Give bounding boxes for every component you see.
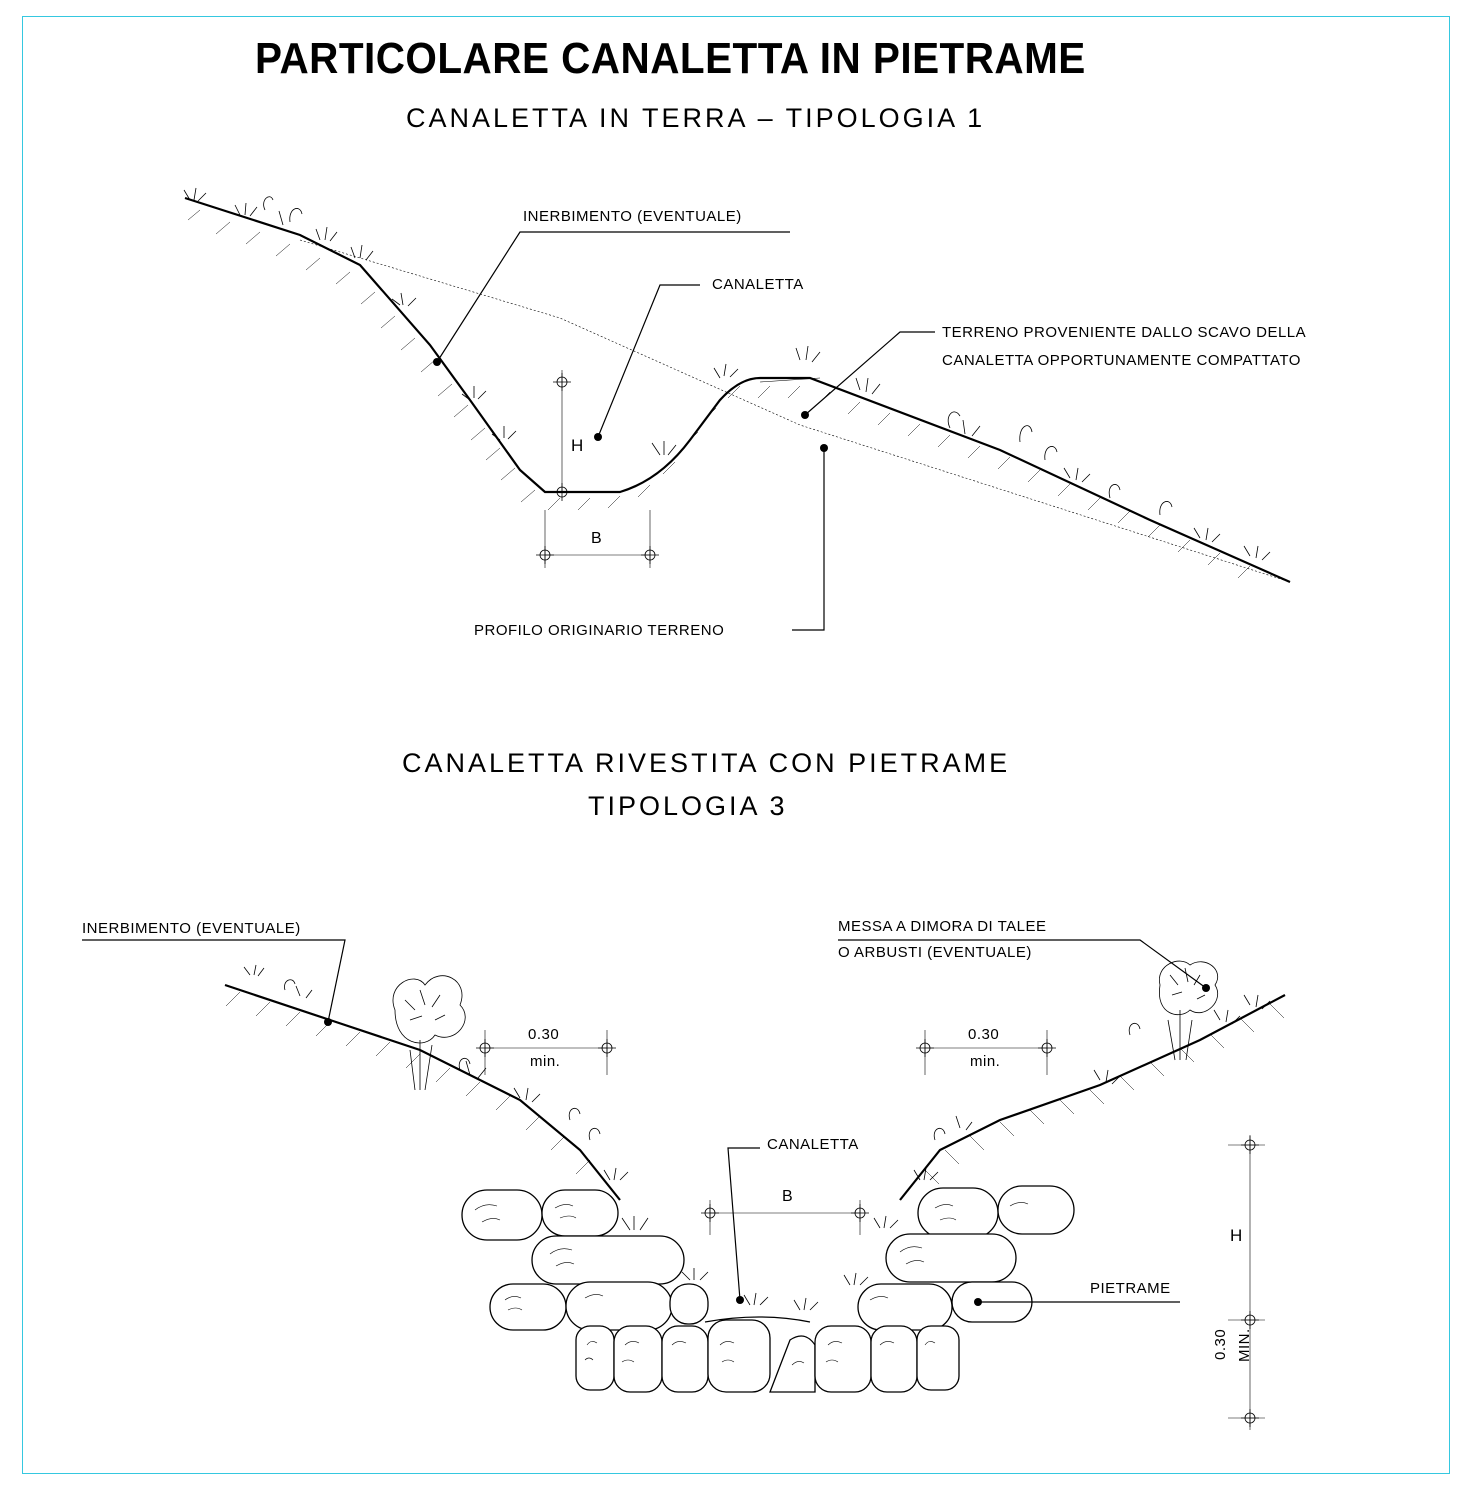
shrub-right-icon <box>1158 960 1219 1061</box>
section2-subtitle-line1: CANALETTA RIVESTITA CON PIETRAME <box>402 748 1011 778</box>
dim-vert-value: 0.30 <box>1212 1328 1229 1360</box>
dim-left-value: 0.30 <box>528 1026 560 1043</box>
dim-right-unit: min. <box>970 1053 1001 1070</box>
label-messa-line1: MESSA A DIMORA DI TALEE <box>838 918 1047 935</box>
section1-subtitle: CANALETTA IN TERRA – TIPOLOGIA 1 <box>406 103 986 133</box>
label-canaletta-2: CANALETTA <box>767 1136 859 1153</box>
label-messa-line2: O ARBUSTI (EVENTUALE) <box>838 944 1032 961</box>
dim-vert-unit: MIN. <box>1236 1328 1253 1362</box>
grass-tufts-1 <box>183 187 1271 561</box>
dim-right-value: 0.30 <box>968 1026 1000 1043</box>
label-pietrame: PIETRAME <box>1090 1280 1171 1297</box>
dim-left-unit: min. <box>530 1053 561 1070</box>
label-terreno-line1: TERRENO PROVENIENTE DALLO SCAVO DELLA <box>942 324 1307 341</box>
label-terreno-line2: CANALETTA OPPORTUNAMENTE COMPATTATO <box>942 352 1301 369</box>
dim-h-1: H <box>571 436 584 455</box>
tree-left-icon <box>392 975 466 1091</box>
grass-tufts-2 <box>243 964 1271 1311</box>
drawing-frame <box>22 16 1450 1474</box>
label-profilo: PROFILO ORIGINARIO TERRENO <box>474 622 725 639</box>
section1-profile <box>183 187 1291 631</box>
section2-profile <box>82 939 1286 1430</box>
dim-b-1: B <box>591 530 603 547</box>
page-title: PARTICOLARE CANALETTA IN PIETRAME <box>255 34 1086 83</box>
label-inerbimento-2: INERBIMENTO (EVENTUALE) <box>82 920 301 937</box>
dim-h-2: H <box>1230 1226 1243 1245</box>
section2-subtitle-line2: TIPOLOGIA 3 <box>588 791 788 821</box>
dim-b-2: B <box>782 1188 794 1205</box>
label-inerbimento-1: INERBIMENTO (EVENTUALE) <box>523 208 742 225</box>
stone-lining <box>461 1185 1075 1393</box>
label-canaletta-1: CANALETTA <box>712 276 804 293</box>
